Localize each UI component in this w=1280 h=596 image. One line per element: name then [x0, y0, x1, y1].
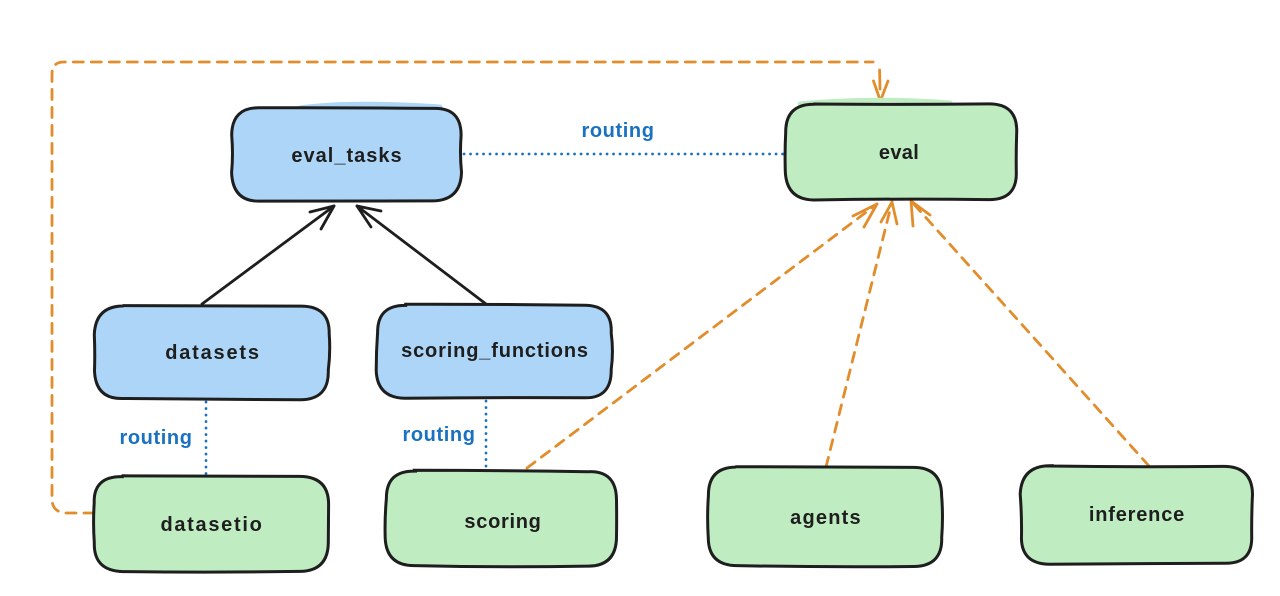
svg-text:routing: routing — [581, 120, 654, 142]
svg-text:eval: eval — [879, 142, 919, 164]
svg-text:routing: routing — [119, 427, 192, 449]
svg-text:routing: routing — [402, 424, 475, 446]
svg-text:datasets: datasets — [165, 342, 261, 364]
svg-text:inference: inference — [1089, 504, 1185, 526]
svg-text:agents: agents — [790, 507, 862, 529]
svg-text:eval_tasks: eval_tasks — [291, 145, 402, 167]
svg-text:scoring_functions: scoring_functions — [401, 340, 589, 362]
svg-text:datasetio: datasetio — [160, 514, 263, 536]
svg-text:scoring: scoring — [464, 511, 541, 533]
